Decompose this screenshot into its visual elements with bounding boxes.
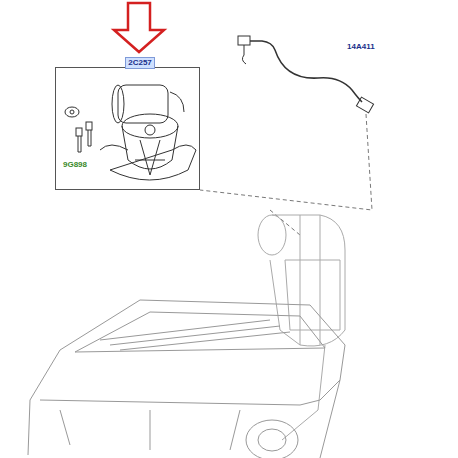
actuator-motor bbox=[100, 85, 196, 180]
callout-number: 14A411 bbox=[346, 43, 376, 51]
leader-dashed bbox=[200, 114, 372, 235]
callout-number: 9G898 bbox=[62, 161, 88, 169]
screws bbox=[65, 107, 92, 152]
pointer-arrow bbox=[114, 3, 164, 52]
part-box: 2C2579G898 bbox=[55, 67, 200, 190]
part-number: 2C257 bbox=[125, 57, 155, 69]
vehicle-outline bbox=[28, 300, 345, 458]
